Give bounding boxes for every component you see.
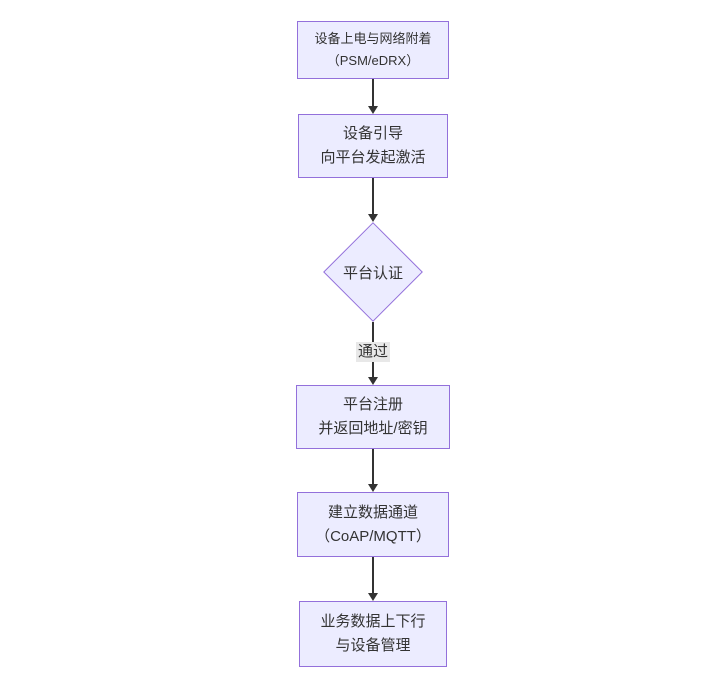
diamond-shape-icon <box>323 222 423 322</box>
node-label-line: 并返回地址/密钥 <box>318 420 428 437</box>
decision-platform-auth: 平台认证 <box>323 222 423 322</box>
edge-line <box>372 178 374 215</box>
node-power-on-attach: 设备上电与网络附着 （PSM/eDRX） <box>297 21 449 79</box>
edge-line <box>372 79 374 107</box>
node-business-data: 业务数据上下行 与设备管理 <box>299 601 447 667</box>
node-label-line: （PSM/eDRX） <box>326 53 420 68</box>
edge-line <box>372 449 374 485</box>
node-label-line: 与设备管理 <box>335 637 411 654</box>
arrowhead-down-icon <box>368 484 378 492</box>
arrowhead-down-icon <box>368 106 378 114</box>
edge-line <box>372 557 374 594</box>
arrowhead-down-icon <box>368 377 378 385</box>
node-label-line: 建立数据通道 <box>327 503 418 521</box>
arrowhead-down-icon <box>368 214 378 222</box>
arrowhead-down-icon <box>368 593 378 601</box>
node-label-line: 设备引导 <box>342 125 403 142</box>
edge-label-pass: 通过 <box>355 342 391 362</box>
node-label-line: 设备上电与网络附着 <box>314 31 432 46</box>
node-bootstrap: 设备引导 向平台发起激活 <box>298 114 448 178</box>
node-platform-register: 平台注册 并返回地址/密钥 <box>296 385 450 449</box>
node-label-line: 向平台发起激活 <box>320 149 426 166</box>
node-label-line: 平台注册 <box>342 396 403 413</box>
node-data-channel: 建立数据通道 （CoAP/MQTT） <box>297 492 449 557</box>
node-label-line: 平台认证 <box>342 264 403 282</box>
node-label-line: （CoAP/MQTT） <box>315 527 431 545</box>
node-label-line: 业务数据上下行 <box>320 613 426 630</box>
